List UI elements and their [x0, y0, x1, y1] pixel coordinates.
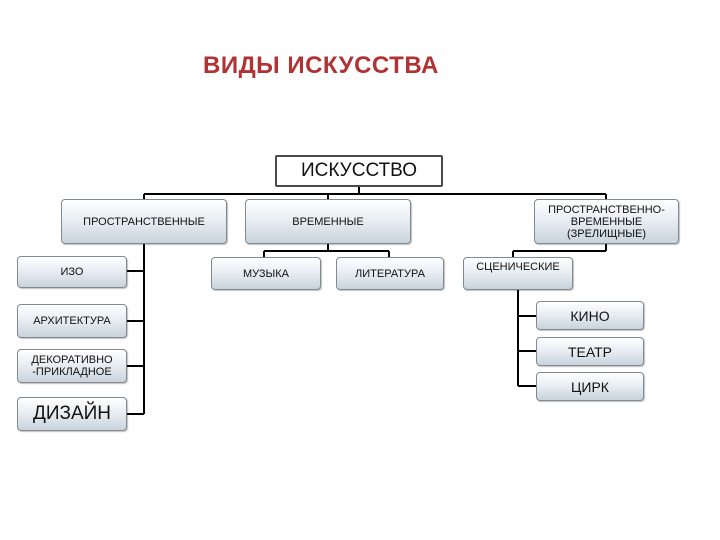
node-music: МУЗЫКА — [211, 257, 321, 290]
node-design: ДИЗАЙН — [17, 397, 127, 431]
node-cinema: КИНО — [536, 301, 644, 330]
node-spatiotemporal: ПРОСТРАНСТВЕННО- ВРЕМЕННЫЕ (ЗРЕЛИЩНЫЕ) — [534, 199, 679, 244]
node-izo: ИЗО — [17, 256, 127, 288]
node-stage: СЦЕНИЧЕСКИЕ — [463, 257, 573, 290]
node-root: ИСКУССТВО — [275, 155, 443, 187]
node-circus: ЦИРК — [536, 372, 644, 401]
node-theatre: ТЕАТР — [536, 337, 644, 366]
node-temporal: ВРЕМЕННЫЕ — [245, 199, 411, 244]
node-literature: ЛИТЕРАТУРА — [336, 257, 444, 290]
node-decorative: ДЕКОРАТИВНО -ПРИКЛАДНОЕ — [17, 349, 127, 383]
node-spatial: ПРОСТРАНСТВЕННЫЕ — [61, 199, 227, 244]
diagram-title: ВИДЫ ИСКУССТВА — [203, 52, 439, 79]
node-architecture: АРХИТЕКТУРА — [17, 304, 127, 338]
